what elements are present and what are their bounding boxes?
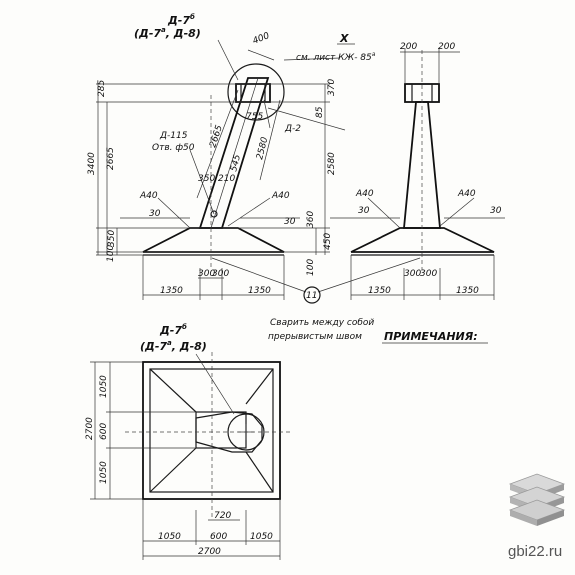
svg-text:2665: 2665	[208, 124, 225, 149]
svg-text:100: 100	[306, 259, 316, 276]
svg-text:1350: 1350	[456, 286, 479, 296]
node-x-circle	[227, 63, 285, 121]
svg-text:200: 200	[438, 42, 455, 52]
svg-text:1050: 1050	[99, 375, 109, 398]
weld-note-line1: Сварить между собой	[270, 318, 374, 328]
side-elevation: 200 200 A40 A40 30 30 300 300 1350 1350	[267, 42, 505, 300]
svg-text:1350: 1350	[248, 286, 271, 296]
weld-note-line2: прерывистым швом	[268, 332, 362, 342]
label-d7-alt-top: (Д-7а, Д-8)	[134, 26, 201, 40]
svg-text:1050: 1050	[99, 461, 109, 484]
svg-text:2580: 2580	[327, 152, 337, 175]
node-label-x: X	[339, 32, 349, 45]
svg-text:545: 545	[229, 153, 243, 172]
svg-text:2665: 2665	[106, 147, 116, 170]
label-d7b-plan: Д-7б	[159, 323, 187, 337]
svg-text:30: 30	[149, 209, 161, 219]
plan-outer-square	[142, 361, 281, 500]
svg-text:720: 720	[214, 511, 231, 521]
base-plate-front	[142, 227, 285, 253]
svg-text:300: 300	[212, 269, 229, 279]
plan-view: Д-7б (Д-7а, Д-8) 1050 600 1050 2700 720 …	[85, 323, 290, 560]
svg-text:400: 400	[251, 31, 271, 47]
svg-text:285: 285	[97, 80, 107, 97]
svg-text:30: 30	[358, 206, 370, 216]
label-a40-r1: A40	[271, 191, 290, 201]
watermark-text: gbi22.ru	[508, 543, 562, 560]
svg-text:85: 85	[315, 106, 325, 118]
svg-text:370: 370	[327, 79, 337, 96]
svg-text:300: 300	[198, 269, 215, 279]
svg-text:200: 200	[400, 42, 417, 52]
base-plate-side	[350, 227, 495, 253]
svg-text:350: 350	[107, 230, 117, 247]
label-a40-r2: A40	[457, 189, 476, 199]
svg-text:2700: 2700	[85, 417, 95, 440]
label-a40-l1: A40	[139, 191, 158, 201]
svg-text:350: 350	[198, 174, 215, 184]
label-d7b-top: Д-7б	[167, 13, 195, 27]
plan-node-circle	[227, 413, 265, 451]
see-sheet-note: см. лист КЖ- 85а	[296, 51, 376, 63]
svg-text:210: 210	[218, 174, 235, 184]
svg-text:100: 100	[106, 245, 116, 262]
svg-text:30: 30	[490, 206, 502, 216]
svg-text:30: 30	[284, 217, 296, 227]
svg-text:755: 755	[246, 112, 263, 122]
svg-text:3400: 3400	[87, 152, 97, 175]
label-d7-alt-plan: (Д-7а, Д-8)	[140, 339, 207, 353]
svg-text:450: 450	[323, 233, 333, 250]
label-a40-l2: A40	[355, 189, 374, 199]
svg-text:2700: 2700	[198, 547, 221, 557]
svg-text:1350: 1350	[368, 286, 391, 296]
svg-text:600: 600	[99, 423, 109, 440]
label-hole: Отв. ф50	[152, 143, 195, 153]
hole-marker	[210, 210, 218, 218]
label-d2: Д-2	[284, 124, 301, 134]
notes-title: ПРИМЕЧАНИЯ:	[384, 330, 478, 343]
svg-text:1350: 1350	[160, 286, 183, 296]
svg-text:300: 300	[404, 269, 421, 279]
svg-text:300: 300	[420, 269, 437, 279]
site-logo-icon	[508, 473, 566, 526]
svg-text:600: 600	[210, 532, 227, 542]
svg-text:360: 360	[306, 211, 316, 228]
weld-circle-11	[303, 286, 321, 304]
label-d115: Д-115	[159, 131, 188, 141]
svg-text:1050: 1050	[250, 532, 273, 542]
svg-text:1050: 1050	[158, 532, 181, 542]
front-elevation: Д-7б (Д-7а, Д-8) 400 X см. лист КЖ- 85а …	[87, 13, 376, 300]
svg-text:11: 11	[306, 291, 317, 301]
